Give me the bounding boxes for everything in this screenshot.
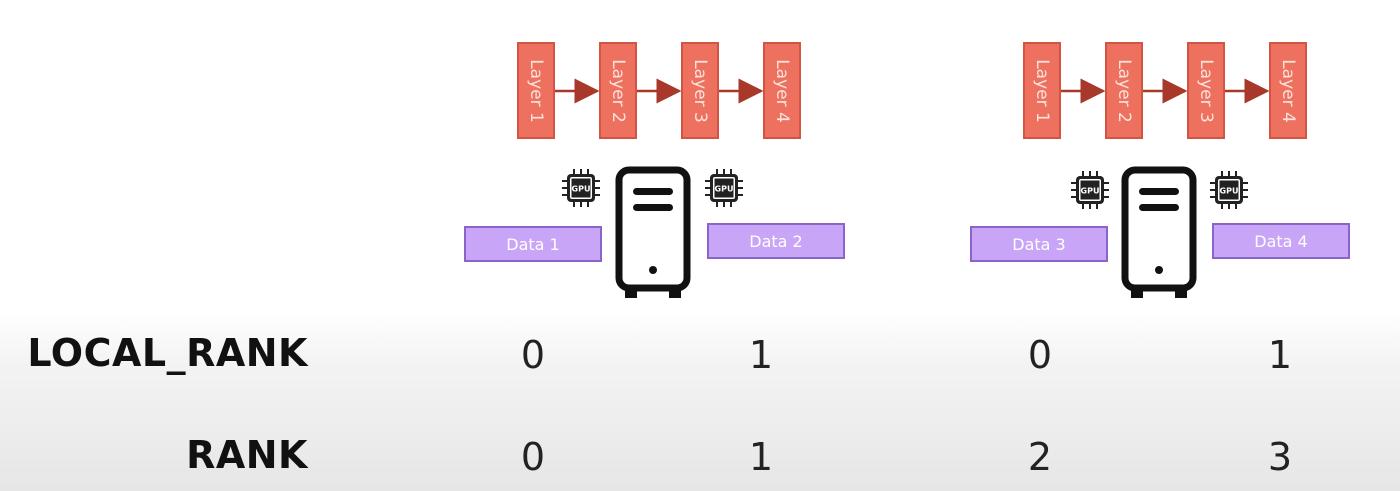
layer-3-box: Layer 3	[681, 42, 719, 139]
gpu-label: GPU	[715, 185, 734, 194]
gpu-chip-icon: GPU	[1210, 171, 1248, 209]
data-3-box: Data 3	[970, 226, 1108, 262]
server-tower-icon	[1121, 166, 1197, 298]
layer-label: Layer 2	[1114, 58, 1134, 123]
layer-label: Layer 4	[1278, 58, 1298, 123]
gpu-chip-icon: GPU	[1071, 171, 1109, 209]
rank-label: RANK	[186, 433, 308, 477]
layer-1-box: Layer 1	[1023, 42, 1061, 139]
data-2-box: Data 2	[707, 223, 845, 259]
rank-value: 3	[1267, 435, 1293, 479]
layer-4-box: Layer 4	[1269, 42, 1307, 139]
data-4-box: Data 4	[1212, 223, 1350, 259]
gpu-label: GPU	[1081, 187, 1100, 196]
rank-value: 1	[748, 435, 774, 479]
gpu-chip-icon: GPU	[562, 169, 600, 207]
data-1-box: Data 1	[464, 226, 602, 262]
local-rank-label: LOCAL_RANK	[27, 331, 308, 375]
rank-value: 0	[520, 435, 546, 479]
gpu-label: GPU	[572, 185, 591, 194]
server-tower-icon	[615, 166, 691, 298]
node-1-layer-arrows	[555, 78, 764, 104]
gpu-chip-icon: GPU	[705, 169, 743, 207]
gpu-label: GPU	[1220, 187, 1239, 196]
layer-1-box: Layer 1	[517, 42, 555, 139]
rank-value: 2	[1027, 435, 1053, 479]
layer-label: Layer 3	[1196, 58, 1216, 123]
local-rank-value: 0	[520, 333, 546, 377]
layer-4-box: Layer 4	[763, 42, 801, 139]
layer-3-box: Layer 3	[1187, 42, 1225, 139]
local-rank-value: 1	[1267, 333, 1293, 377]
layer-2-box: Layer 2	[599, 42, 637, 139]
layer-label: Layer 1	[1032, 58, 1052, 123]
rank-table-background	[0, 310, 1400, 491]
local-rank-value: 1	[748, 333, 774, 377]
local-rank-value: 0	[1027, 333, 1053, 377]
layer-2-box: Layer 2	[1105, 42, 1143, 139]
node-2-layer-arrows	[1061, 78, 1270, 104]
